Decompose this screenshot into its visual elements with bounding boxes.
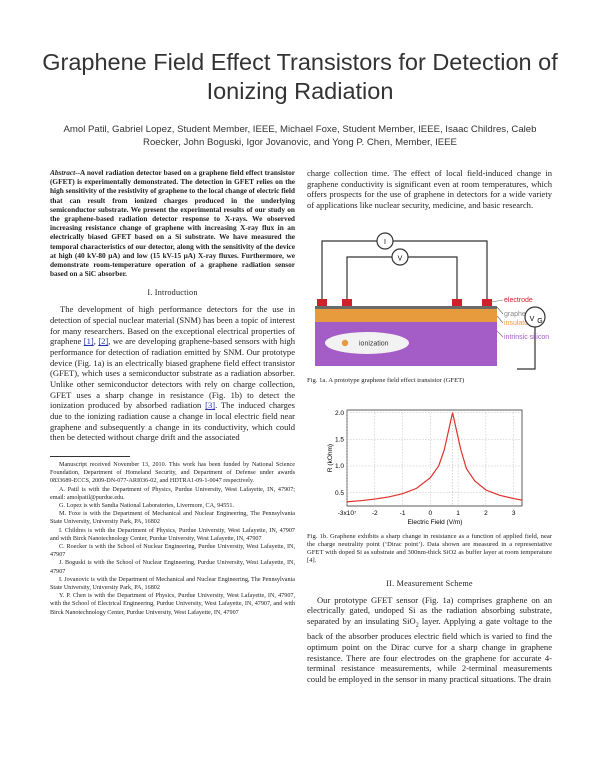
svg-text:I: I — [384, 239, 386, 246]
y-axis-label: R (kOhm) — [327, 444, 334, 472]
footnote: M. Foxe is with the Department of Mechan… — [50, 511, 295, 526]
measurement-text-1: Our prototype GFET sensor (Fig. 1a) comp… — [307, 594, 552, 626]
section-heading-introduction: I. Introduction — [147, 288, 198, 298]
graphene-label: graphene — [504, 311, 534, 318]
ionization-label: ionization — [359, 340, 389, 347]
insulator-layer — [315, 308, 497, 322]
x-tick-label: -3x10⁷ — [338, 510, 357, 517]
svg-text:G: G — [537, 318, 542, 325]
y-tick-label: 1.5 — [335, 436, 344, 443]
intro-paragraph: The development of high performance dete… — [50, 304, 295, 443]
gfet-diagram: I V ionization electrode graphene insula… — [315, 232, 549, 370]
author-list: Amol Patil, Gabriel Lopez, Student Membe… — [63, 124, 537, 148]
footnote: J. Boguski is with the School of Nuclear… — [50, 560, 295, 575]
intro-text-2: , we are developing graphene-based senso… — [50, 336, 295, 411]
x-tick-label: 2 — [484, 510, 488, 517]
left-column: Abstract--A novel radiation detector bas… — [50, 168, 295, 617]
ionization-region — [325, 331, 409, 354]
intro-text-3: . The induced charges due to the ionizin… — [50, 400, 295, 443]
footnote: A. Patil is with the Department of Physi… — [50, 486, 295, 501]
insulator-label: insulator — [504, 320, 531, 327]
footnote: G. Lopez is with Sandia National Laborat… — [59, 502, 234, 509]
x-tick-label: 0 — [429, 510, 433, 517]
abstract-label: Abstract — [50, 168, 76, 177]
footnotes: Manuscript received November 13, 2010. T… — [50, 461, 295, 617]
callout-lines — [491, 299, 504, 337]
x-tick-label: -2 — [372, 510, 378, 517]
x-tick-label: -1 — [400, 510, 406, 517]
graphene-layer — [315, 305, 497, 309]
footnote: Y. P. Chen is with the Department of Phy… — [50, 593, 295, 616]
section-heading-measurement: II. Measurement Scheme — [386, 578, 473, 588]
citation-link-3[interactable]: [3] — [205, 400, 216, 411]
intro-continuation: charge collection time. The effect of lo… — [307, 168, 552, 210]
svg-text:V: V — [398, 255, 403, 262]
intro-text-1: The development of high performance dete… — [50, 304, 295, 347]
abstract-text: --A novel radiation detector based on a … — [50, 168, 295, 279]
measurement-text-2: layer. Applying a gate voltage to the ba… — [307, 615, 552, 684]
subscript-2: 2 — [415, 622, 419, 629]
x-tick-label: 1 — [456, 510, 460, 517]
series-line — [346, 412, 523, 502]
electrodes — [317, 298, 492, 306]
y-tick-label: 0.5 — [335, 489, 344, 496]
footnote-rule — [50, 455, 130, 457]
x-axis-label: Electric Field (V/m) — [408, 519, 463, 526]
figure-1b-caption: Fig. 1b. Graphene exhibits a sharp chang… — [307, 532, 552, 564]
ammeter-symbol: I — [376, 232, 394, 250]
figure-1a-caption: Fig. 1a. A prototype graphene field effe… — [307, 376, 465, 384]
measurement-paragraph: Our prototype GFET sensor (Fig. 1a) comp… — [307, 595, 552, 685]
citation-link-1[interactable]: [1] — [83, 336, 94, 347]
paper-title: Graphene Field Effect Transistors for De… — [42, 49, 558, 104]
footnote: Manuscript received November 13, 2010. T… — [50, 461, 295, 485]
y-tick-label: 2.0 — [335, 409, 344, 416]
intrinsic-silicon-label: intrinsic silicon — [504, 334, 549, 341]
x-tick-label: 3 — [512, 510, 516, 517]
gate-voltage-symbol: V G — [524, 306, 546, 328]
electrode-label: electrode — [504, 297, 533, 304]
svg-text:V: V — [530, 316, 535, 323]
citation-separator: , — [93, 336, 99, 347]
abstract: Abstract--A novel radiation detector bas… — [50, 168, 295, 278]
plot-frame — [346, 409, 523, 507]
voltmeter-symbol: V — [391, 248, 409, 266]
footnote: I. Jovanovic is with the Department of M… — [50, 576, 295, 592]
citation-link-2[interactable]: [2] — [98, 336, 109, 347]
y-tick-label: 1.0 — [335, 463, 344, 470]
right-column: charge collection time. The effect of lo… — [307, 168, 552, 685]
ionization-dot — [341, 339, 349, 346]
resistance-chart: -3x10⁷ -2 -1 0 1 2 3 0.5 1.0 1.5 2.0 R (kOhm) Elec… — [327, 409, 523, 526]
footnote: I. Childres is with the Department of Ph… — [50, 527, 295, 542]
footnote: C. Roecker is with the School of Nuclear… — [50, 544, 295, 559]
